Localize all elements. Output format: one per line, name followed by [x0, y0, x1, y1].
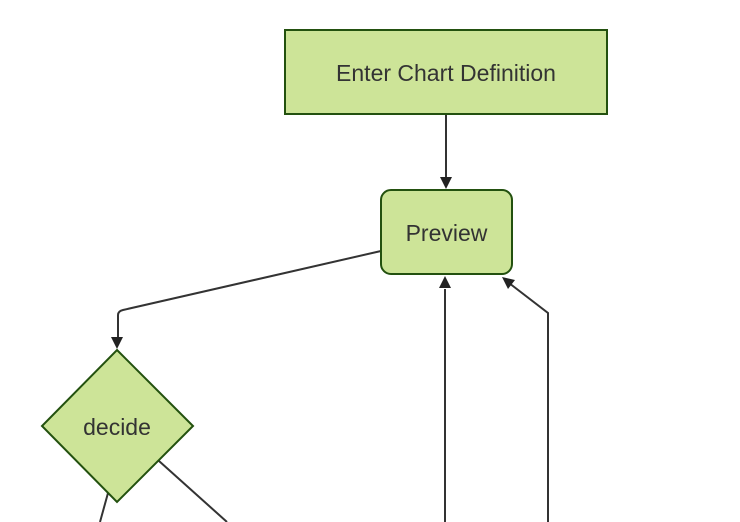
enter-chart-definition-label: Enter Chart Definition [336, 60, 556, 86]
edge-line [117, 250, 382, 338]
edge-line [158, 460, 228, 522]
preview-box [380, 189, 513, 275]
enter-chart-definition-box [284, 29, 608, 115]
node-preview: Preview [380, 189, 513, 275]
edge-preview-to-decide [111, 250, 382, 349]
preview-label: Preview [406, 220, 488, 246]
edge-bottom-to-preview-center [439, 276, 451, 522]
edge-line [99, 492, 109, 522]
edge-bottom-to-preview-corner [502, 277, 549, 522]
decide-diamond [40, 348, 195, 504]
edge-decide-to-offscreen-left [99, 492, 109, 522]
arrowhead-into-preview-top [440, 177, 452, 189]
node-decide: decide [40, 348, 195, 504]
arrowhead-into-decide-top [111, 337, 123, 349]
arrowhead-into-preview-bottom-right [502, 277, 515, 289]
arrowhead-into-preview-bottom [439, 276, 451, 288]
edge-decide-to-offscreen-right [158, 460, 228, 522]
edge-enter-to-preview [440, 114, 452, 189]
node-enter-chart-definition: Enter Chart Definition [284, 29, 608, 115]
decide-label: decide [83, 414, 151, 440]
edge-line [508, 282, 549, 522]
